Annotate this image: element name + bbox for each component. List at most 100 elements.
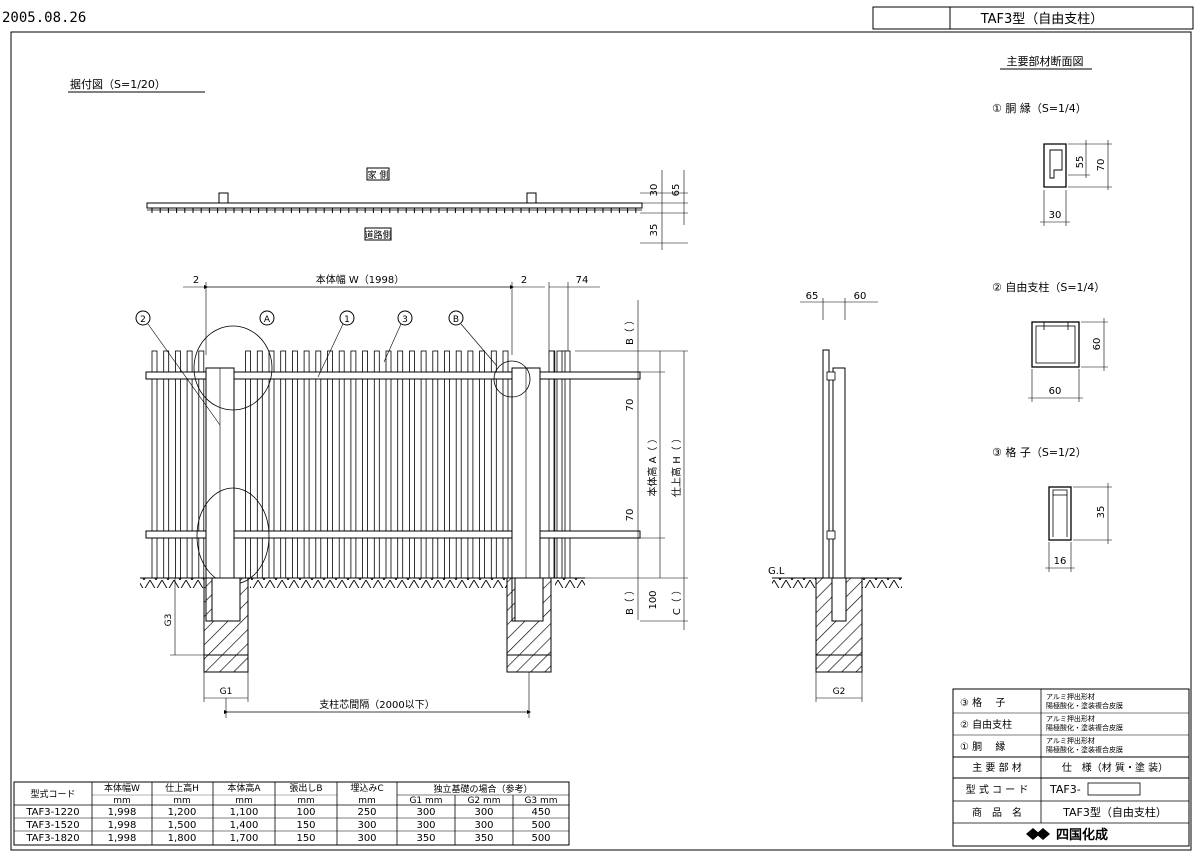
table-cell: 300 — [357, 820, 376, 831]
lattice-slat — [268, 350, 275, 579]
table-cell: 150 — [296, 833, 315, 844]
s1-dim-70: 70 — [1096, 159, 1107, 172]
table-cell: 300 — [416, 807, 435, 818]
callout-3: 3 — [402, 315, 408, 325]
dim-70-bottom: 70 — [625, 509, 636, 522]
callout-B: B — [453, 315, 459, 325]
lattice-slat — [151, 350, 158, 579]
unit-width: mm — [113, 796, 131, 806]
side-dim-60: 60 — [854, 291, 867, 302]
lattice-slat — [408, 350, 415, 579]
dim-C: C（ ） — [671, 585, 683, 615]
unit-embed: mm — [358, 796, 376, 806]
house-side-label: 家 側 — [368, 169, 389, 181]
th-model-code: 型式コード — [30, 788, 75, 800]
tb-part3-spec2: 陽極酸化・塗装複合皮膜 — [1046, 701, 1123, 710]
lattice-slat — [303, 350, 310, 579]
lattice-slat — [245, 350, 252, 579]
lattice-slat — [455, 350, 462, 579]
tb-product-name-label: 商 品 名 — [972, 806, 1022, 819]
g1-label: G1 — [220, 687, 233, 697]
table-cell: 1,800 — [168, 833, 197, 844]
table-cell: TAF3-1220 — [25, 807, 79, 818]
title-block: ③ 格 子 アルミ押出形材 陽極酸化・塗装複合皮膜 ② 自由支柱 アルミ押出形材… — [952, 688, 1190, 847]
th-foundation: 独立基礎の場合（参考） — [433, 783, 532, 795]
lattice-slat — [362, 350, 369, 579]
tb-model-code-label: 型 式 コ ー ド — [966, 783, 1029, 796]
lattice-slat — [315, 350, 322, 579]
tb-main-parts: 主 要 部 材 — [972, 761, 1022, 774]
gap-left-label: 2 — [193, 275, 199, 286]
dim-74-label: 74 — [576, 275, 589, 286]
unit-overhang: mm — [297, 796, 315, 806]
table-cell: 500 — [531, 833, 550, 844]
table-cell: 1,998 — [108, 820, 137, 831]
plan-dim-35: 35 — [649, 224, 660, 237]
table-cell: 1,500 — [168, 820, 197, 831]
post-pitch-label: 支柱芯間隔（2000以下） — [319, 698, 434, 711]
lattice-slat — [256, 350, 263, 579]
table-cell: 1,998 — [108, 807, 137, 818]
body-width-label: 本体幅 W（1998） — [316, 273, 405, 286]
g3-label: G3 — [164, 614, 174, 627]
tb-spec-header: 仕 様（材 質・塗 装） — [1062, 761, 1168, 774]
title-box — [872, 6, 1194, 30]
gap-right-label: 2 — [521, 275, 527, 286]
lattice-slat — [444, 350, 450, 579]
unit-g3: G3 mm — [524, 796, 557, 806]
unit-g1: G1 mm — [409, 796, 442, 806]
lattice-slat — [490, 350, 497, 579]
lattice-slat — [338, 350, 345, 579]
table-cell: 1,998 — [108, 833, 137, 844]
th-finish-height: 仕上高H — [165, 782, 199, 794]
table-cell: 250 — [357, 807, 376, 818]
table-cell: 350 — [416, 833, 435, 844]
plan-view: 家 側 道路側 30 65 35 — [146, 167, 688, 250]
company-logo-icon — [1026, 828, 1050, 840]
elevation-view: 本体幅 W（1998） 2 2 74 2 A 1 3 B — [135, 273, 688, 718]
callout-1: 1 — [344, 315, 350, 325]
side-dim-65: 65 — [806, 291, 819, 302]
sections-panel: 主要部材断面図 ① 胴 縁（S=1/4） 55 70 30 ② 自由支柱（S=1… — [992, 54, 1112, 572]
lattice-slat — [420, 350, 427, 579]
company-name: 四国化成 — [1056, 827, 1108, 843]
th-overhang: 張出しB — [289, 782, 322, 794]
model-code-box — [1087, 782, 1141, 796]
unit-g2: G2 mm — [467, 796, 500, 806]
callout-2: 2 — [140, 315, 146, 325]
callout-A: A — [264, 315, 271, 325]
side-view: 65 60 G.L G2 — [768, 291, 902, 702]
section2-label: ② 自由支柱（S=1/4） — [992, 280, 1105, 294]
plan-dim-30: 30 — [649, 184, 660, 197]
th-body-height: 本体高A — [227, 782, 261, 794]
lattice-slat — [564, 350, 571, 579]
sections-title: 主要部材断面図 — [1007, 54, 1084, 68]
lattice-slat — [327, 350, 333, 579]
lattice-slat — [198, 350, 205, 579]
dim-B-bottom: B（ ） — [624, 585, 636, 615]
lattice-slat — [556, 350, 563, 579]
table-cell: 100 — [296, 807, 315, 818]
tb-part2-spec1: アルミ押出形材 — [1046, 714, 1095, 723]
tb-part1-spec2: 陽極酸化・塗装複合皮膜 — [1046, 745, 1123, 754]
plan-dim-65: 65 — [671, 184, 682, 197]
drawing-date: 2005.08.26 — [2, 10, 86, 26]
table-cell: 500 — [531, 820, 550, 831]
tb-part2: ② 自由支柱 — [960, 718, 1012, 731]
section1-label: ① 胴 縁（S=1/4） — [992, 101, 1087, 115]
s3-dim-16: 16 — [1054, 556, 1067, 567]
s2-dim-60w: 60 — [1049, 386, 1062, 397]
table-cell: 1,400 — [230, 820, 259, 831]
table-cell: 300 — [357, 833, 376, 844]
s1-dim-30: 30 — [1049, 210, 1062, 221]
sheet-border — [10, 31, 1192, 851]
table-cell: 450 — [531, 807, 550, 818]
lattice-slat — [502, 350, 509, 579]
lattice-slat — [291, 350, 298, 579]
unit-finish-height: mm — [173, 796, 191, 806]
s2-dim-60h: 60 — [1092, 338, 1103, 351]
lattice-slat — [467, 350, 474, 579]
lattice-slat — [350, 350, 357, 579]
lattice-slat — [373, 350, 380, 579]
